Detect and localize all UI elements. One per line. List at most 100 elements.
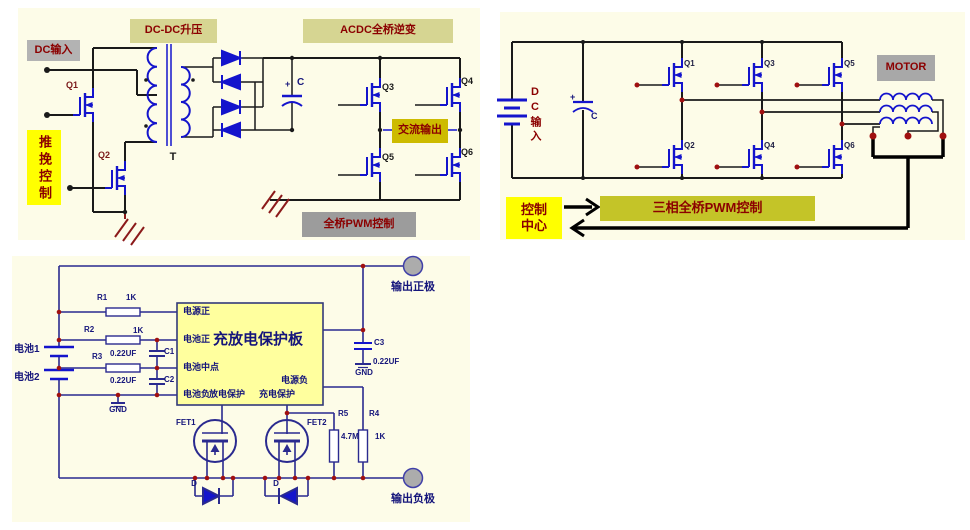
capacitor-c2-symbol: [572, 100, 594, 113]
transistor-ref-q5: Q5: [844, 59, 855, 68]
red-junction-dots: [56, 263, 366, 481]
battery1-label: 电池1: [14, 343, 40, 355]
pin-battery-negative: 电池负: [183, 388, 211, 399]
cap-ref-c: C: [591, 110, 598, 121]
ac-output-label: 交流输出: [392, 119, 448, 143]
diode-ref-d1: D: [191, 479, 197, 488]
resistor-ref-r1: R1: [97, 292, 108, 302]
resistor-bodies: [105, 307, 369, 463]
control-center-label: 控制 中心: [506, 197, 562, 239]
dc-input-label: DC输入: [27, 40, 80, 61]
cap-ref-c2: C2: [164, 374, 175, 384]
junction-dots: [581, 40, 764, 180]
resistor-r1: [105, 307, 141, 317]
diode-icon: [219, 121, 241, 139]
transformer-primary-coil: [146, 47, 158, 143]
resistor-ref-r2: R2: [84, 324, 95, 334]
pin-power-negative: 电源负: [281, 374, 309, 385]
transformer-ref: T: [169, 150, 177, 163]
resistor-value-r2: 1K: [133, 325, 144, 335]
diode-icon: [278, 486, 298, 506]
pin-discharge-protect: 放电保护: [209, 388, 246, 399]
diode-icon: [221, 49, 243, 67]
output-negative-label: 输出负极: [391, 493, 435, 506]
threephase-pwm-label: 三相全桥PWM控制: [600, 196, 815, 221]
capacitor-plates: [149, 342, 372, 385]
transformer-secondary-coil: [180, 66, 191, 138]
transistor-ref-q1: Q1: [684, 59, 695, 68]
phase-wires: [682, 99, 880, 125]
diode-icon: [221, 98, 243, 116]
circuit2-frame-wires: [511, 41, 843, 179]
cap-ref-c: C: [297, 77, 305, 89]
dc-input-label: DC输入: [529, 86, 541, 144]
pin-power-positive: 电源正: [183, 305, 211, 316]
cap-value-c2: 0.22UF: [110, 375, 137, 385]
ground-symbol: [111, 363, 371, 408]
fullbridge-pwm-label: 全桥PWM控制: [302, 212, 416, 237]
capacitor-c1-symbol: [281, 94, 303, 107]
cap-ref-c3: C3: [374, 337, 385, 347]
gnd-label: GND: [109, 405, 127, 414]
cap-value-c1: 0.22UF: [110, 348, 137, 358]
battery-symbol: [497, 98, 527, 126]
output-positive-label: 输出正极: [391, 281, 435, 294]
feedback-bus: [574, 136, 945, 230]
rectifier-diodes: [219, 49, 243, 139]
gnd-label: GND: [355, 368, 373, 377]
pin-charge-protect: 充电保护: [259, 388, 296, 399]
motor-label: MOTOR: [877, 55, 935, 81]
diode-icon: [219, 73, 241, 91]
pin-battery-positive: 电池正: [183, 333, 211, 344]
transistor-ref-q4: Q4: [461, 75, 474, 86]
resistor-value-r4: 1K: [375, 431, 386, 441]
arrow-head-left-icon: [569, 218, 585, 238]
junction-dots: [44, 55, 463, 215]
transistor-ref-q1: Q1: [66, 79, 79, 90]
protection-board-title: 充放电保护板: [212, 330, 303, 348]
circuit3-artwork: [12, 255, 470, 522]
battery-symbol: [44, 345, 74, 381]
dcdc-boost-label: DC-DC升压: [130, 19, 217, 43]
pin-battery-midpoint: 电池中点: [183, 361, 220, 372]
transistor-ref-q2: Q2: [684, 141, 695, 150]
resistor-ref-r4: R4: [369, 408, 380, 418]
cap-polarity-mark: +: [285, 79, 291, 90]
ground-symbol: [114, 190, 290, 246]
cap-ref-c1: C1: [164, 346, 175, 356]
transistor-ref-q6: Q6: [461, 146, 474, 157]
transistor-ref-q3: Q3: [382, 81, 395, 92]
resistor-ref-r3: R3: [92, 351, 103, 361]
output-negative-terminal: [402, 467, 424, 489]
resistor-ref-r5: R5: [338, 408, 349, 418]
transistor-ref-q4: Q4: [764, 141, 775, 150]
transistor-ref-q5: Q5: [382, 151, 395, 162]
gate-wires: [637, 84, 822, 168]
resistor-value-r1: 1K: [126, 292, 137, 302]
arrow-head-right-icon: [585, 197, 601, 217]
resistor-r3: [105, 363, 141, 373]
transistor-ref-q6: Q6: [844, 141, 855, 150]
acdc-inverter-label: ACDC全桥逆变: [303, 19, 453, 43]
transistor-ref-q3: Q3: [764, 59, 775, 68]
output-positive-terminal: [402, 255, 424, 277]
red-junction-dots: [634, 82, 947, 170]
protection-board-box: [176, 302, 324, 406]
resistor-value-r5: 4.7M: [341, 431, 359, 441]
transformer-core: [166, 44, 172, 146]
motor-windings: [879, 92, 933, 125]
resistor-r4: [357, 429, 369, 463]
resistor-r2: [105, 335, 141, 345]
battery2-label: 电池2: [14, 371, 40, 383]
cap-polarity-mark: +: [570, 92, 576, 103]
cap-value-c3: 0.22UF: [373, 356, 400, 366]
transformer-symbol: [146, 44, 191, 146]
diode-icon: [202, 486, 222, 506]
transistor-ref-q2: Q2: [98, 149, 111, 160]
fet1-label: FET1: [176, 418, 196, 427]
motor-terminal-wires: [872, 99, 944, 133]
resistor-r5: [328, 429, 340, 463]
protection-diodes: [202, 486, 298, 506]
